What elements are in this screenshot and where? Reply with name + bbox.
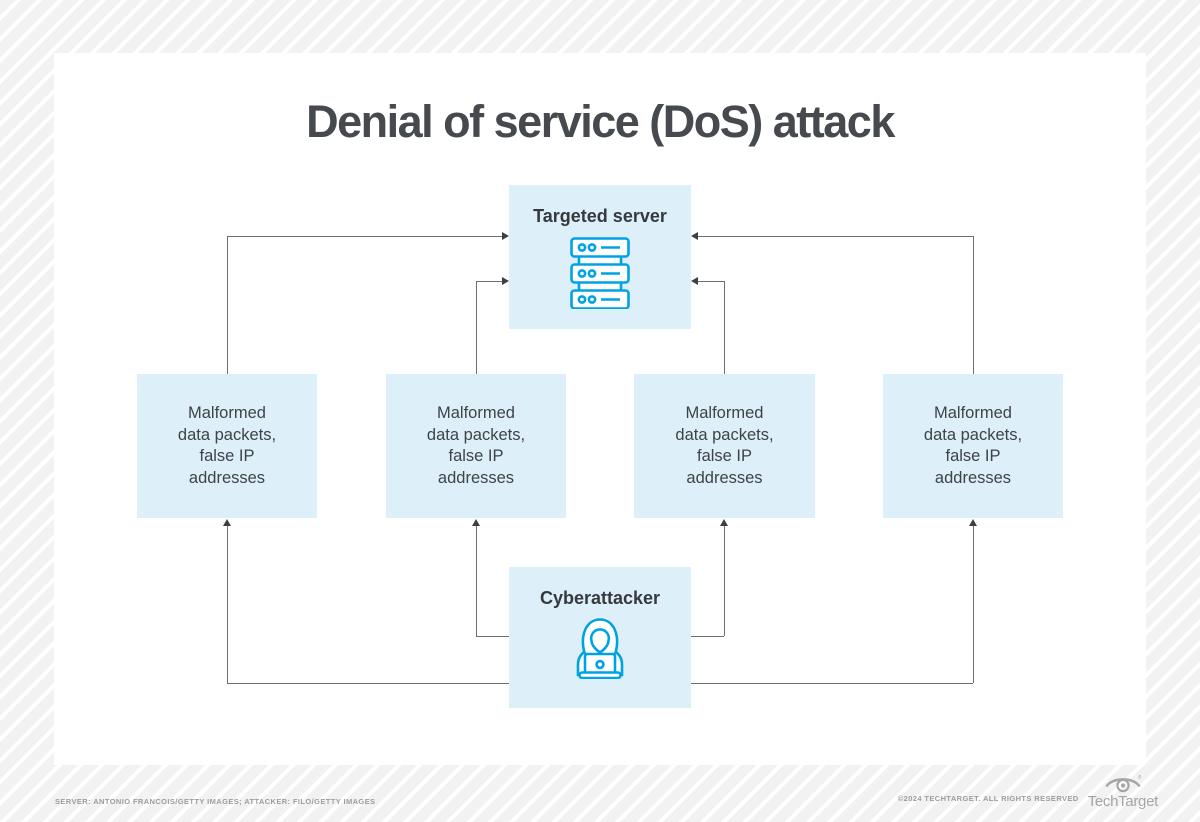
- malformed-packets-node-3: Malformed data packets, false IP address…: [634, 374, 815, 518]
- connector-attacker-box1-h: [227, 683, 509, 684]
- techtarget-logo: ® TechTarget: [1087, 774, 1159, 810]
- connector-box2-up: [476, 281, 477, 374]
- cyberattacker-node: Cyberattacker: [509, 567, 691, 708]
- targeted-server-label: Targeted server: [533, 206, 667, 226]
- malformed-packets-label-4: Malformed data packets, false IP address…: [923, 404, 1023, 487]
- malformed-packets-label-1: Malformed data packets, false IP address…: [177, 404, 277, 487]
- server-rack-icon: [570, 237, 630, 309]
- malformed-packets-label-3: Malformed data packets, false IP address…: [675, 404, 774, 487]
- connector-attacker-box4-v: [973, 526, 974, 683]
- malformed-packets-node-4: Malformed data packets, false IP address…: [883, 374, 1063, 518]
- connector-attacker-box2-v: [476, 526, 477, 636]
- page-title: Denial of service (DoS) attack: [306, 96, 895, 147]
- connector-box1-to-server: [227, 236, 502, 237]
- connector-box4-to-server: [698, 236, 973, 237]
- arrowhead-into-box1: [223, 519, 231, 526]
- connector-box4-up: [973, 236, 974, 374]
- arrowhead-into-box2: [472, 519, 480, 526]
- copyright-text: ©2024 TECHTARGET. ALL RIGHTS RESERVED: [897, 794, 1079, 803]
- connector-box3-up: [724, 281, 725, 374]
- targeted-server-node: Targeted server: [509, 185, 691, 329]
- svg-text:®: ®: [1138, 774, 1141, 781]
- connector-attacker-box3-h: [691, 636, 724, 637]
- malformed-packets-label-2: Malformed data packets, false IP address…: [426, 404, 526, 487]
- arrowhead-into-server-left-inner: [502, 277, 509, 285]
- arrowhead-into-box3: [720, 519, 728, 526]
- connector-box3-to-server: [698, 281, 724, 282]
- connector-attacker-box4-h: [691, 683, 973, 684]
- techtarget-eye-icon: ®: [1105, 774, 1141, 793]
- footer-right: ©2024 TECHTARGET. ALL RIGHTS RESERVED ® …: [897, 774, 1159, 810]
- arrowhead-into-server-left-outer: [502, 232, 509, 240]
- malformed-packets-node-2: Malformed data packets, false IP address…: [386, 374, 566, 518]
- connector-attacker-box3-v: [724, 526, 725, 636]
- connector-box2-to-server: [476, 281, 502, 282]
- connector-attacker-box1-v: [227, 526, 228, 683]
- image-credits: SERVER: ANTONIO FRANCOIS/GETTY IMAGES; A…: [55, 797, 376, 806]
- arrowhead-into-box4: [969, 519, 977, 526]
- connector-attacker-box2-h: [476, 636, 509, 637]
- arrowhead-into-server-right-outer: [691, 232, 698, 240]
- malformed-packets-node-1: Malformed data packets, false IP address…: [137, 374, 317, 518]
- hooded-hacker-icon: [568, 617, 632, 679]
- arrowhead-into-server-right-inner: [691, 277, 698, 285]
- techtarget-logo-text: TechTarget: [1087, 793, 1159, 810]
- cyberattacker-label: Cyberattacker: [539, 588, 661, 608]
- connector-box1-up: [227, 236, 228, 374]
